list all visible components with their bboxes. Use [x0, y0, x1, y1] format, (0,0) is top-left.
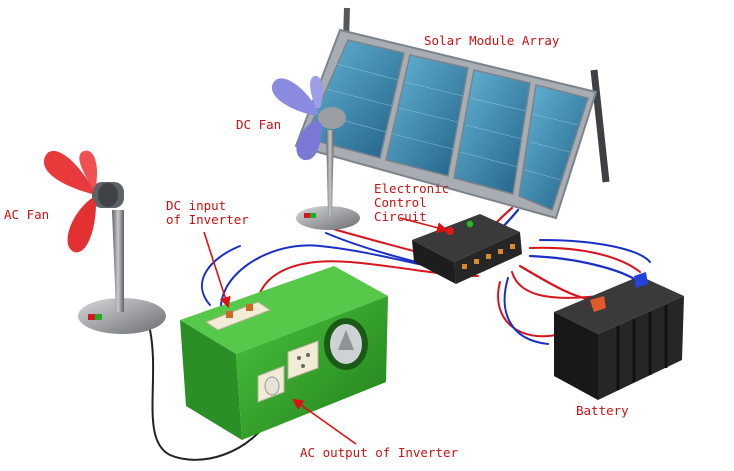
label-dc-input-line2: of Inverter	[166, 212, 249, 227]
ac-plug	[264, 376, 280, 396]
label-dc-input: DC input of Inverter	[166, 199, 249, 227]
label-electronic-control-circuit: Electronic Control Circuit	[374, 182, 449, 224]
ac-fan-blade-1	[43, 150, 94, 194]
label-dc-input-line1: DC input	[166, 198, 227, 213]
ac-fan-switch-red	[88, 314, 95, 320]
arrow-dc-input	[203, 231, 231, 309]
battery	[554, 272, 684, 400]
label-dc-fan: DC Fan	[236, 117, 282, 132]
dc-fan-motor	[318, 107, 346, 129]
ac-fan-pole	[112, 210, 124, 312]
label-control-line1: Electronic	[374, 181, 450, 196]
solar-module-2	[385, 54, 469, 177]
battery-terminal-negative	[634, 272, 648, 288]
solar-module-3	[453, 69, 531, 195]
control-indicator-green	[466, 220, 474, 228]
label-solar-module-array: Solar Module Array	[424, 33, 560, 48]
dc-terminal-screw-1	[226, 311, 233, 318]
dc-fan-blade-1	[271, 78, 318, 116]
label-control-line2: Control	[374, 195, 427, 210]
ac-fan-switch-green	[95, 314, 102, 320]
inverter-top	[180, 266, 388, 354]
dc-terminal-screw-2	[246, 304, 253, 311]
battery-top	[554, 276, 684, 334]
dc-fan-base	[296, 206, 360, 230]
ac-fan-blade-3	[79, 150, 98, 188]
label-control-line3: Circuit	[374, 209, 427, 224]
ac-fan-base	[78, 298, 166, 334]
inverter-left-face	[180, 320, 242, 440]
ac-fan	[43, 150, 166, 334]
inverter	[180, 266, 388, 440]
control-box-top	[412, 214, 520, 262]
battery-terminal-positive	[590, 296, 606, 312]
ac-fan-blade-2	[67, 198, 96, 253]
arrow-control-circuit	[399, 217, 449, 234]
arrow-ac-output	[292, 398, 357, 445]
dc-fan-pole	[326, 130, 334, 216]
dc-fan-switch-green	[310, 213, 316, 218]
label-ac-output: AC output of Inverter	[300, 445, 459, 460]
dc-fan-switch-red	[304, 213, 310, 218]
dc-fan-blade-3	[310, 75, 323, 108]
inverter-dc-terminal	[204, 301, 272, 331]
control-indicator-red	[446, 227, 454, 235]
label-battery: Battery	[576, 403, 629, 418]
panel-support-pole-right	[590, 69, 610, 183]
label-ac-fan: AC Fan	[4, 207, 50, 222]
label-arrows	[203, 217, 449, 445]
dc-fan	[271, 75, 360, 230]
control-box-left	[412, 240, 456, 284]
battery-left	[554, 312, 598, 400]
control-terminals	[462, 244, 515, 269]
dc-fan-blade-2	[296, 120, 322, 161]
ac-socket-2	[287, 340, 319, 380]
solar-module-4	[518, 84, 589, 212]
